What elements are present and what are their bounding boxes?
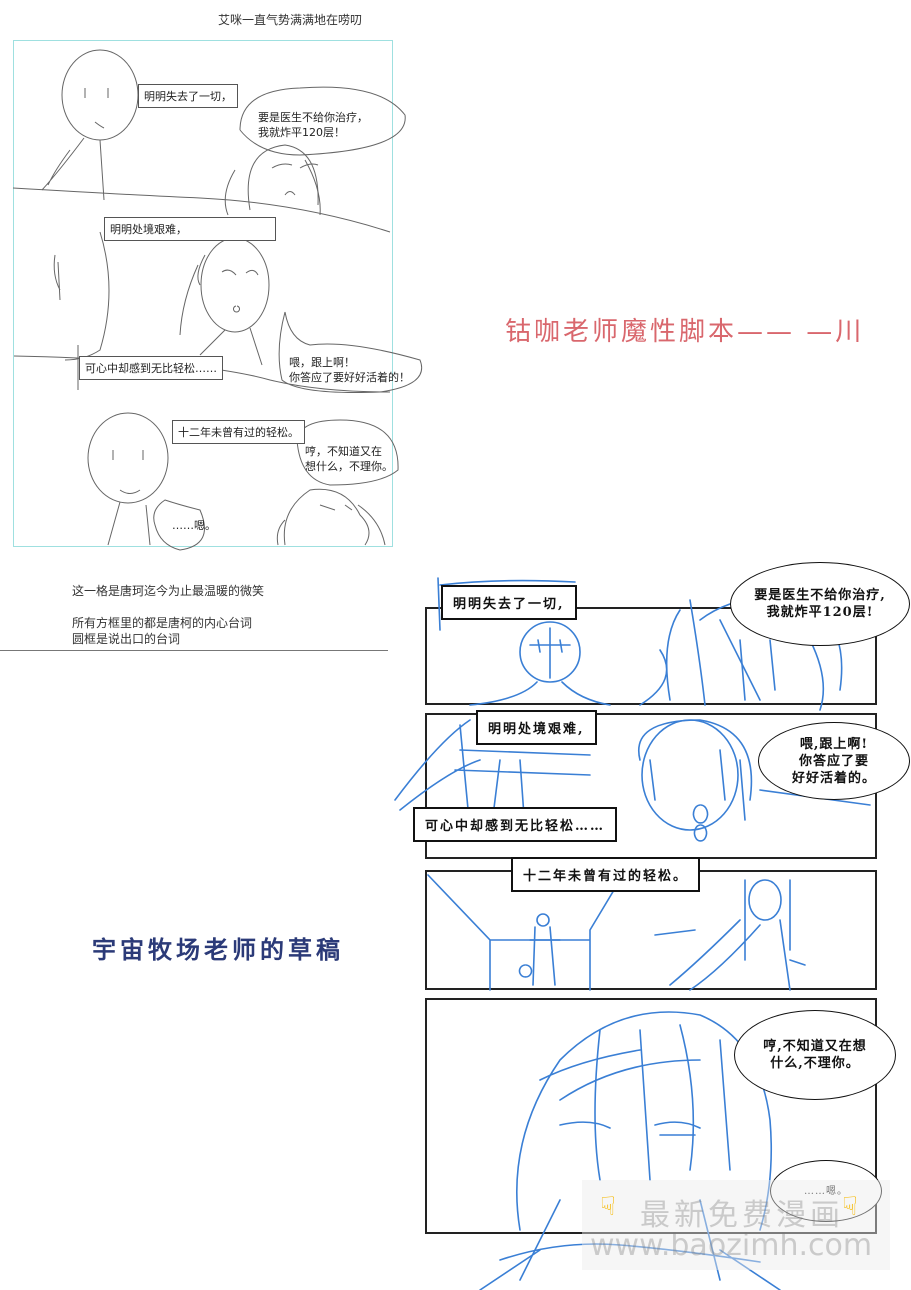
speech-bubble-4: ……嗯。 bbox=[172, 519, 216, 532]
pointing-hand-icon: ☟ bbox=[842, 1192, 858, 1222]
thought-box-4: 十二年未曾有过的轻松。 bbox=[172, 420, 305, 444]
note-round-bubbles: 圆框是说出口的台词 bbox=[72, 632, 181, 646]
pointing-hand-icon: ☟ bbox=[600, 1192, 616, 1222]
section-divider bbox=[0, 650, 388, 651]
speech-line: 什么,不理你。 bbox=[770, 1056, 860, 1071]
speech-line: 我就炸平120层！ bbox=[258, 126, 345, 139]
caption-box-3: 可心中却感到无比轻松…… bbox=[413, 807, 618, 842]
caption-box-4: 十二年未曾有过的轻松。 bbox=[511, 857, 701, 892]
note-square-boxes: 所有方框里的都是唐柯的内心台词 bbox=[72, 616, 253, 630]
speech-bubble-2: 喂，跟上啊！ 你答应了要好好活着的！ bbox=[289, 355, 410, 385]
speech-oval-2: 喂,跟上啊! 你答应了要 好好活着的。 bbox=[758, 722, 910, 800]
speech-line: 哼，不知道又在 bbox=[305, 445, 382, 458]
speech-line: 要是医生不给你治疗, bbox=[754, 588, 886, 603]
watermark-url: www.baozimh.com bbox=[590, 1228, 873, 1263]
draft-credit-title: 宇宙牧场老师的草稿 bbox=[92, 936, 344, 964]
speech-line: ……嗯。 bbox=[804, 1185, 848, 1197]
speech-line: 你答应了要好好活着的！ bbox=[289, 371, 410, 384]
speech-oval-3: 哼,不知道又在想 什么,不理你。 bbox=[734, 1010, 896, 1100]
thought-box-1: 明明失去了一切， bbox=[138, 84, 238, 108]
caption-box-1: 明明失去了一切, bbox=[441, 585, 577, 620]
thought-box-2: 明明处境艰难， bbox=[104, 217, 276, 241]
speech-bubble-1: 要是医生不给你治疗， 我就炸平120层！ bbox=[258, 110, 368, 140]
speech-bubble-3: 哼，不知道又在 想什么，不理你。 bbox=[305, 444, 393, 474]
speech-oval-1: 要是医生不给你治疗, 我就炸平120层! bbox=[730, 562, 910, 646]
speech-line: 要是医生不给你治疗， bbox=[258, 111, 368, 124]
storyboard-heading: 艾咪一直气势满满地在唠叨 bbox=[218, 13, 363, 27]
watermark-overlay bbox=[582, 1180, 890, 1270]
speech-line: 你答应了要 bbox=[798, 753, 869, 769]
caption-box-2: 明明处境艰难, bbox=[476, 710, 597, 745]
speech-line: 哼,不知道又在想 bbox=[763, 1039, 867, 1054]
watermark-title: 最新免费漫画 bbox=[640, 1198, 844, 1233]
speech-line: 喂,跟上啊! bbox=[799, 736, 869, 752]
speech-oval-4: ……嗯。 bbox=[770, 1160, 882, 1222]
speech-line: 喂，跟上啊！ bbox=[289, 356, 355, 369]
thought-box-3: 可心中却感到无比轻松…… bbox=[79, 356, 223, 380]
note-warmest-smile: 这一格是唐珂迄今为止最温暖的微笑 bbox=[72, 584, 265, 598]
speech-line: 我就炸平120层! bbox=[766, 605, 874, 620]
script-credit-title: 钴咖老师魔性脚本—— —川 bbox=[505, 317, 865, 347]
speech-line: 好好活着的。 bbox=[791, 770, 876, 786]
speech-line: 想什么，不理你。 bbox=[305, 460, 393, 473]
